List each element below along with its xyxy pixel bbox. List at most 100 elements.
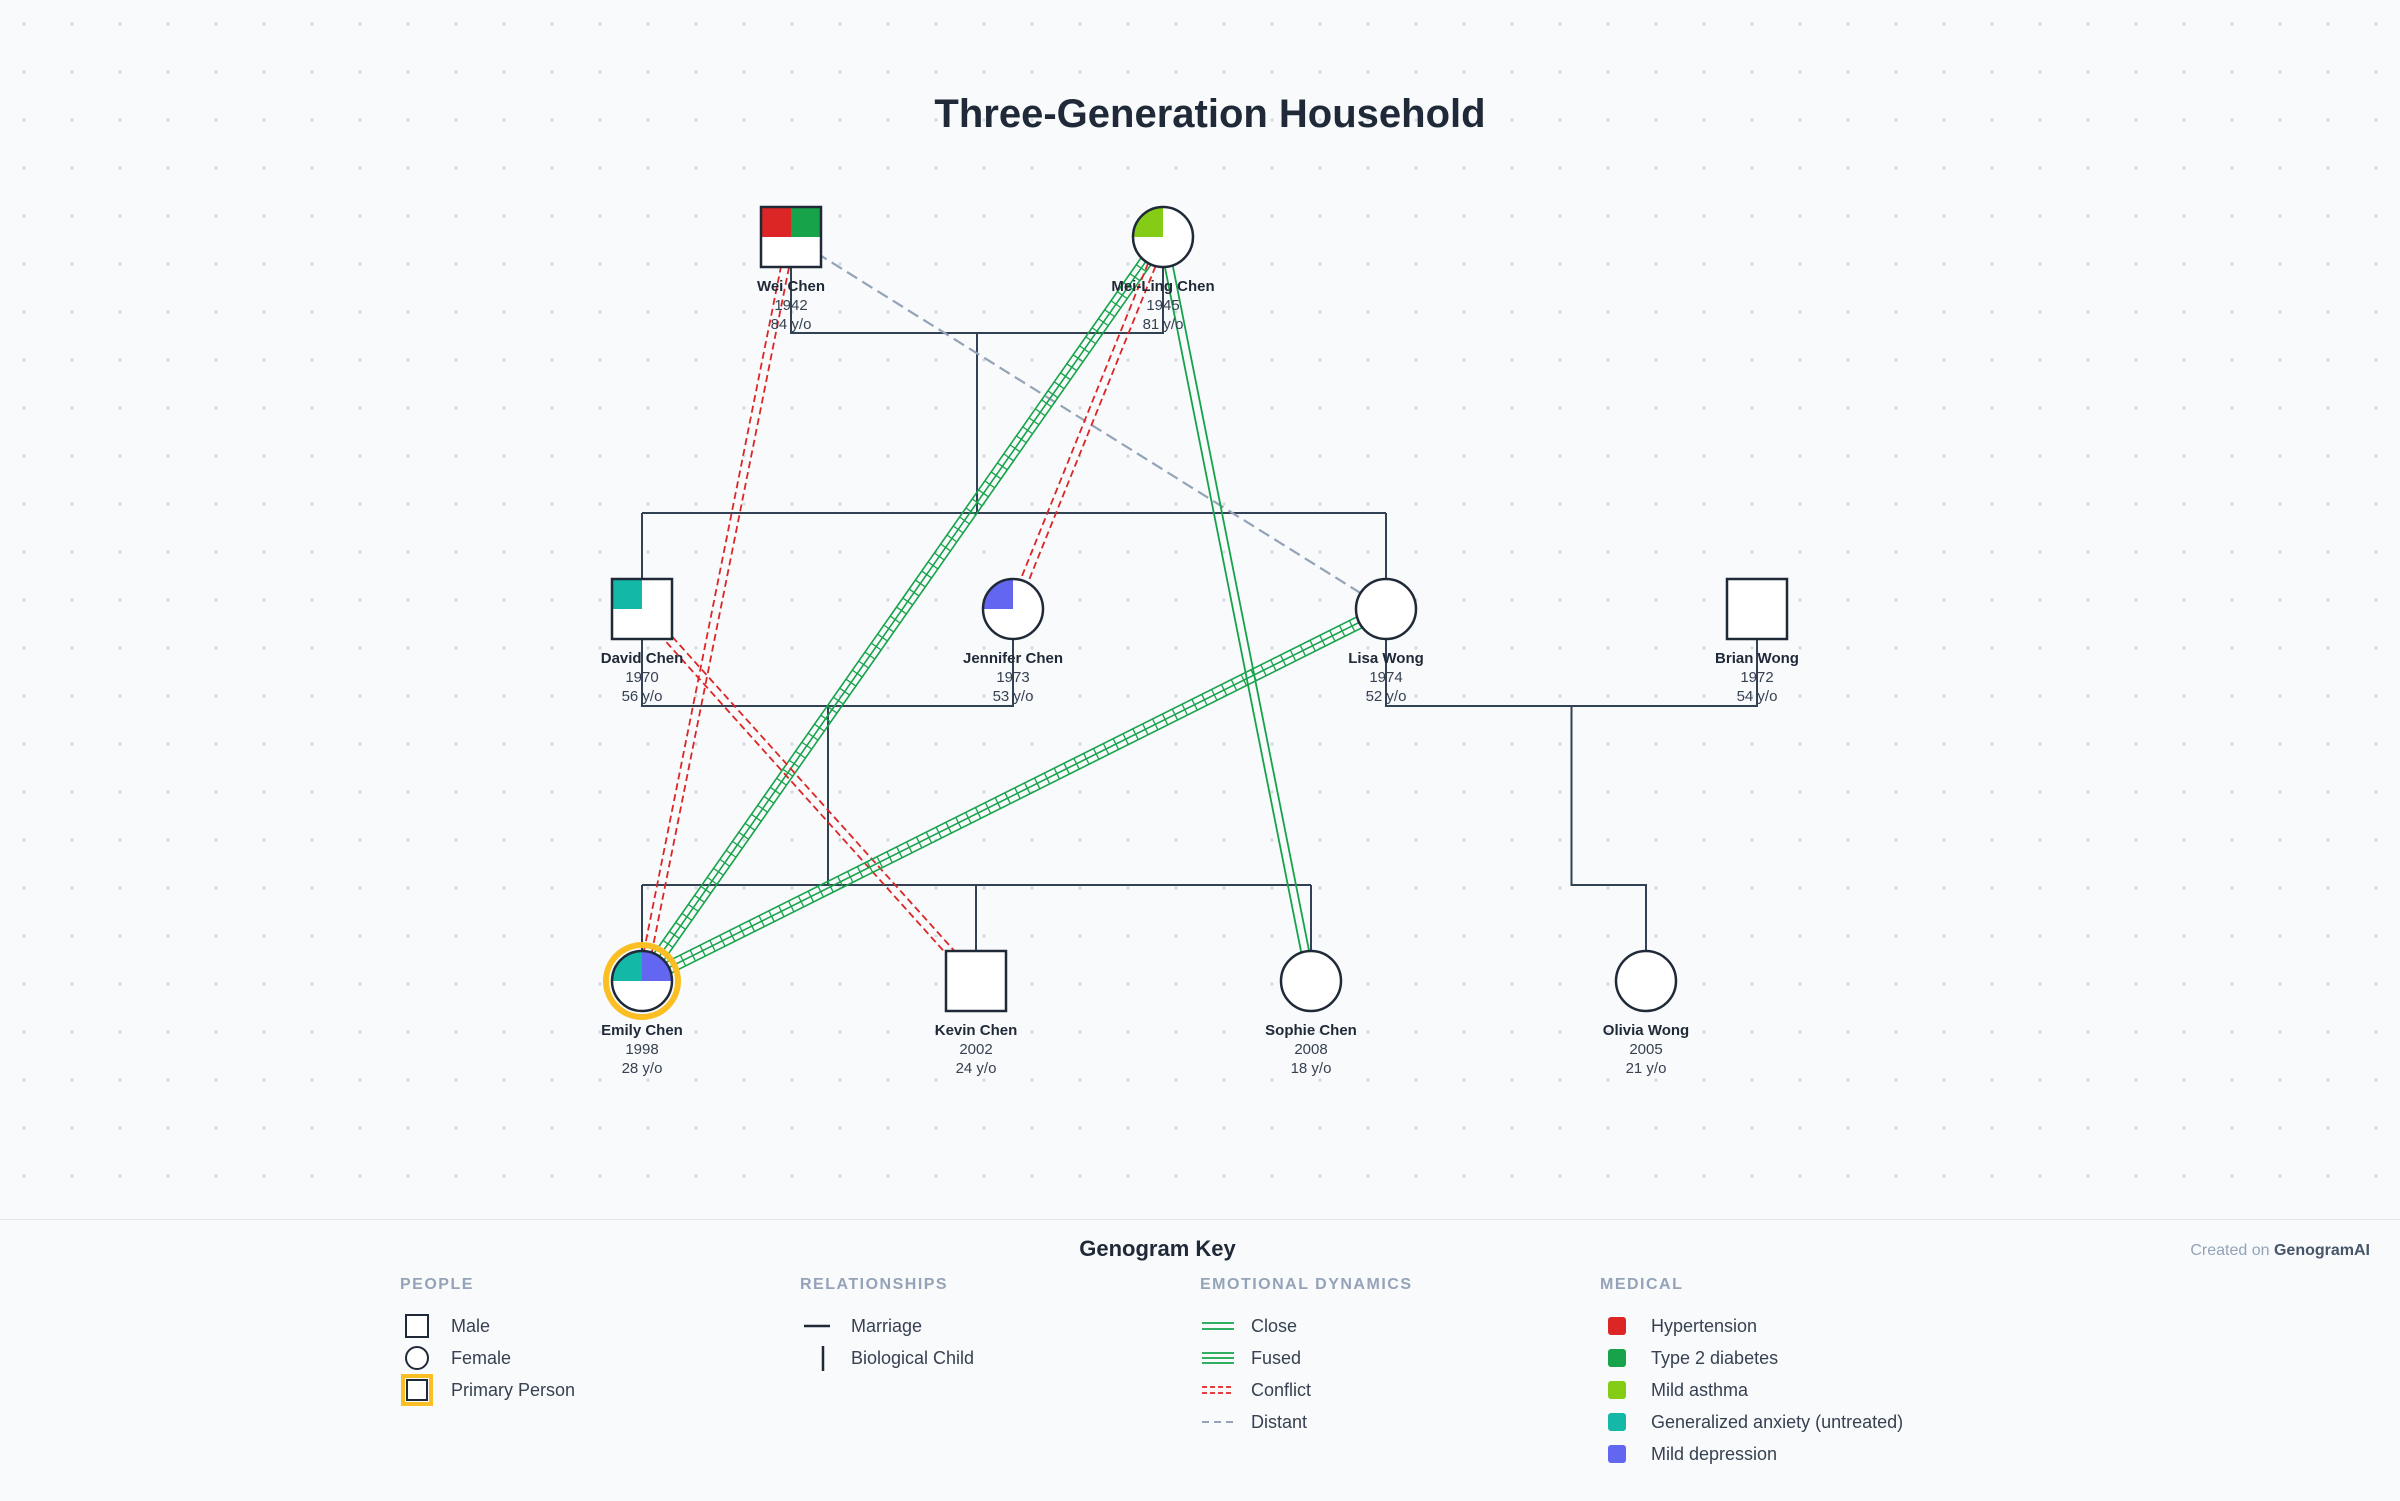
person-birth-year: 2005: [1629, 1041, 1662, 1058]
male-square-icon: [400, 1310, 434, 1342]
person-name: Jennifer Chen: [963, 650, 1063, 667]
child-line: [1570, 706, 1647, 951]
key-label: Type 2 diabetes: [1651, 1347, 1779, 1368]
female-symbol: [1281, 951, 1341, 1011]
condition-fill: [1133, 207, 1163, 237]
key-item-diabetes: Type 2 diabetes: [1600, 1342, 1903, 1374]
key-label: Male: [451, 1315, 491, 1336]
emotional-line-distant: [815, 251, 1362, 595]
key-label: Mild depression: [1651, 1443, 1778, 1464]
emotional-lines: [643, 251, 1363, 974]
key-relationships-column: RELATIONSHIPS Marriage Biological Child: [800, 1276, 974, 1374]
genogram-key: Genogram Key Created on GenogramAI PEOPL…: [0, 1219, 2400, 1501]
key-label: Close: [1251, 1315, 1298, 1336]
person-birth-year: 2002: [959, 1041, 992, 1058]
key-label: Hypertension: [1651, 1315, 1758, 1336]
anxiety-swatch-icon: [1600, 1406, 1634, 1438]
primary-person-icon: [400, 1374, 434, 1406]
fused-line-icon: [1200, 1342, 1234, 1374]
person-birth-year: 1972: [1740, 669, 1773, 686]
relationship-lines: [641, 267, 1758, 951]
person-emily[interactable]: Emily Chen 1998 28 y/o: [601, 942, 683, 1077]
emotional-line-fused: [665, 616, 1363, 974]
person-sophie[interactable]: Sophie Chen 2008 18 y/o: [1265, 949, 1357, 1077]
person-birth-year: 1998: [625, 1041, 658, 1058]
male-symbol: [1727, 579, 1787, 639]
female-circle-icon: [400, 1342, 434, 1374]
diabetes-swatch-icon: [1600, 1342, 1634, 1374]
key-label: Conflict: [1251, 1379, 1312, 1400]
credit-prefix: Created on: [2190, 1242, 2270, 1259]
emotional-line-conflict: [643, 265, 790, 953]
asthma-swatch-icon: [1600, 1374, 1634, 1406]
key-label: Distant: [1251, 1411, 1308, 1432]
key-relationships-heading: RELATIONSHIPS: [800, 1276, 949, 1293]
person-age: 28 y/o: [622, 1060, 663, 1077]
person-birth-year: 1970: [625, 669, 658, 686]
key-item-hypertension: Hypertension: [1600, 1310, 1903, 1342]
key-item-fused: Fused: [1200, 1342, 1412, 1374]
emotional-line-conflict: [658, 628, 960, 962]
person-birth-year: 2008: [1294, 1041, 1327, 1058]
child-line: [641, 706, 1312, 951]
person-age: 18 y/o: [1291, 1060, 1332, 1077]
child-line: [641, 333, 1387, 579]
key-people-column: PEOPLE Male Female Primary Person: [400, 1276, 575, 1406]
close-line-icon: [1200, 1310, 1234, 1342]
key-medical-heading: MEDICAL: [1600, 1276, 1684, 1293]
person-name: David Chen: [601, 650, 684, 667]
key-item-asthma: Mild asthma: [1600, 1374, 1903, 1406]
hypertension-swatch-icon: [1600, 1310, 1634, 1342]
person-age: 54 y/o: [1737, 688, 1778, 705]
key-item-female: Female: [400, 1342, 575, 1374]
credit-text[interactable]: Created on GenogramAI: [2190, 1242, 2370, 1260]
person-age: 52 y/o: [1366, 688, 1407, 705]
key-people-heading: PEOPLE: [400, 1276, 474, 1293]
male-symbol: [946, 951, 1006, 1011]
condition-fill: [642, 951, 672, 981]
person-name: Olivia Wong: [1603, 1022, 1689, 1039]
primary-person-ring: [603, 942, 681, 1020]
key-label: Generalized anxiety (untreated): [1651, 1411, 1904, 1432]
key-label: Primary Person: [451, 1379, 576, 1400]
key-label: Mild asthma: [1651, 1379, 1749, 1400]
key-item-marriage: Marriage: [800, 1310, 974, 1342]
key-emotional-heading: EMOTIONAL DYNAMICS: [1200, 1276, 1413, 1293]
key-label: Biological Child: [851, 1347, 975, 1368]
key-item-close: Close: [1200, 1310, 1412, 1342]
person-birth-year: 1973: [996, 669, 1029, 686]
person-birth-year: 1974: [1369, 669, 1402, 686]
female-symbol: [1356, 579, 1416, 639]
key-item-male: Male: [400, 1310, 575, 1342]
key-item-anxiety: Generalized anxiety (untreated): [1600, 1406, 1903, 1438]
person-age: 56 y/o: [622, 688, 663, 705]
condition-fill: [761, 207, 791, 237]
person-name: Emily Chen: [601, 1022, 683, 1039]
person-name: Wei Chen: [757, 278, 825, 295]
credit-brand[interactable]: GenogramAI: [2273, 1242, 2370, 1259]
person-age: 81 y/o: [1143, 316, 1184, 333]
key-emotional-column: EMOTIONAL DYNAMICS Close Fused Conflict …: [1200, 1276, 1412, 1438]
marriage-line: [641, 639, 1014, 707]
person-age: 53 y/o: [993, 688, 1034, 705]
person-david[interactable]: David Chen 1970 56 y/o: [601, 577, 684, 705]
key-item-depression: Mild depression: [1600, 1438, 1903, 1470]
person-jennifer[interactable]: Jennifer Chen 1973 53 y/o: [963, 577, 1063, 705]
conflict-line-icon: [1200, 1374, 1234, 1406]
condition-fill: [612, 579, 642, 609]
person-name: Sophie Chen: [1265, 1022, 1357, 1039]
person-age: 21 y/o: [1626, 1060, 1667, 1077]
person-olivia[interactable]: Olivia Wong 2005 21 y/o: [1603, 949, 1689, 1077]
person-birth-year: 1945: [1146, 297, 1179, 314]
child-line-icon: [800, 1342, 834, 1374]
key-medical-column: MEDICAL Hypertension Type 2 diabetes Mil…: [1600, 1276, 1903, 1470]
marriage-line: [790, 267, 1164, 334]
female-symbol: [1616, 951, 1676, 1011]
